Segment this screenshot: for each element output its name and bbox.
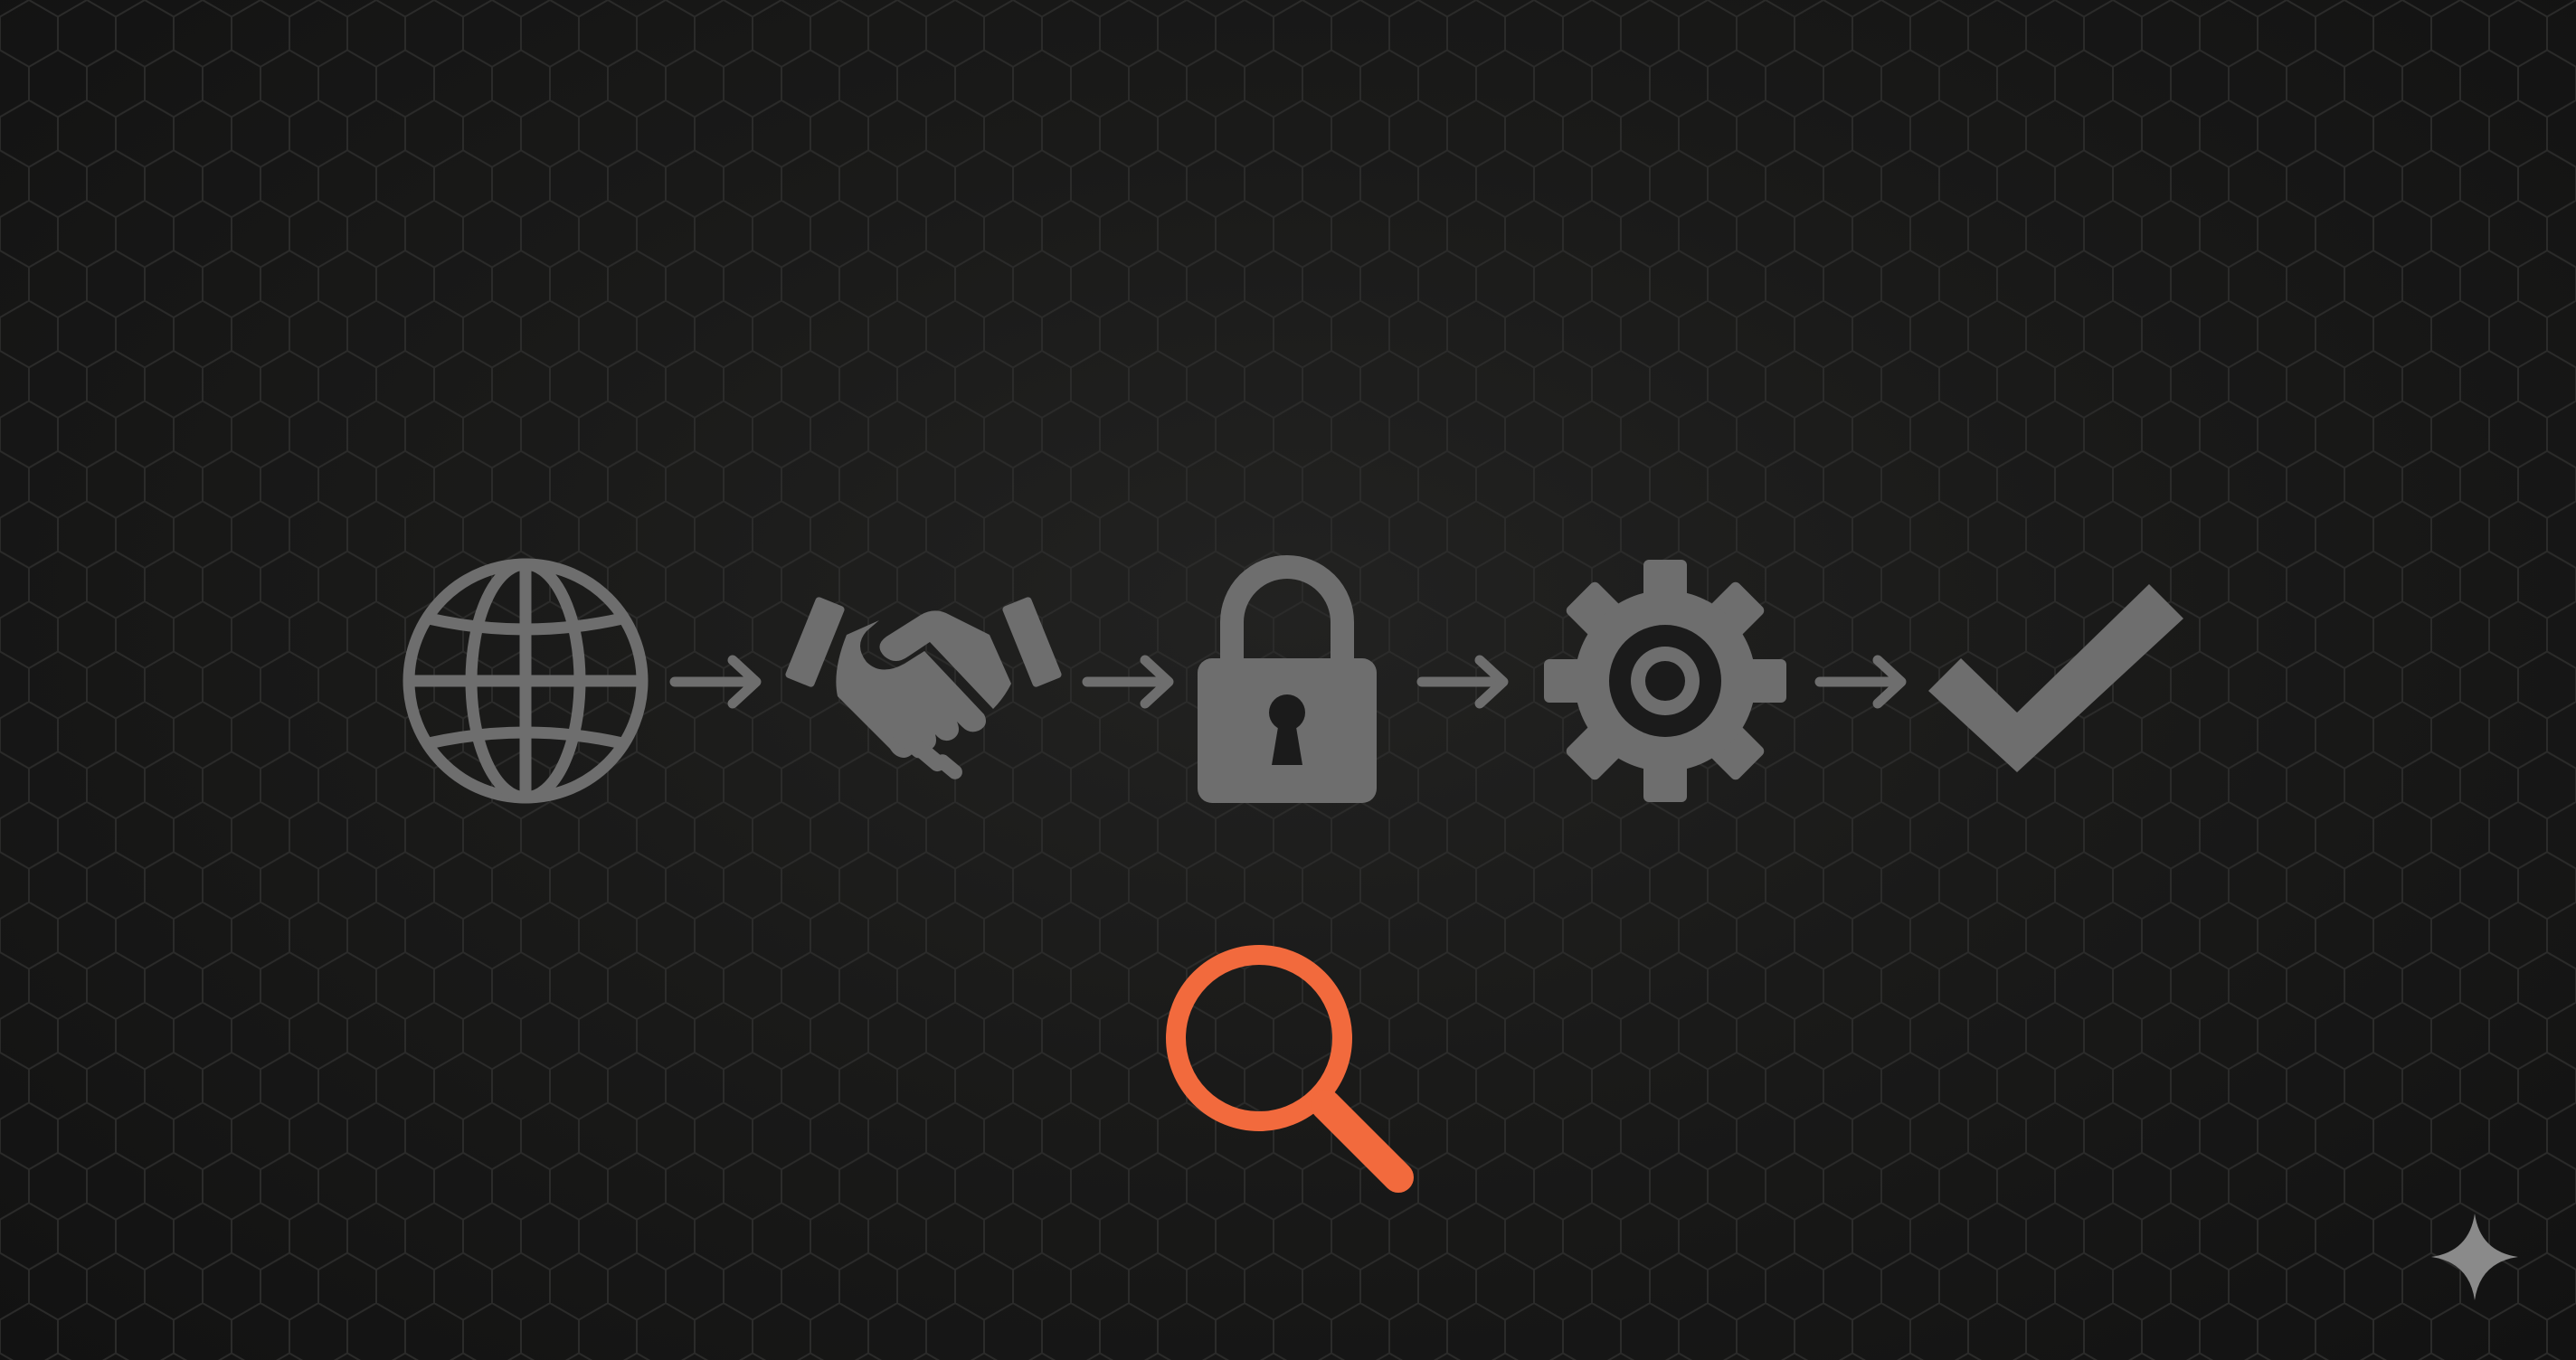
padlock-icon [1192,555,1382,805]
arrow-right-icon [668,653,765,711]
handshake-icon [780,590,1067,781]
arrow-right-icon [1080,653,1178,711]
globe-icon [398,553,653,808]
arrow-right-icon [1813,653,1910,711]
sparkle-icon [2429,1212,2520,1302]
gear-icon [1538,553,1793,808]
magnifier-icon [1158,937,1420,1199]
checkmark-icon [1928,584,2183,774]
arrow-right-icon [1415,653,1512,711]
